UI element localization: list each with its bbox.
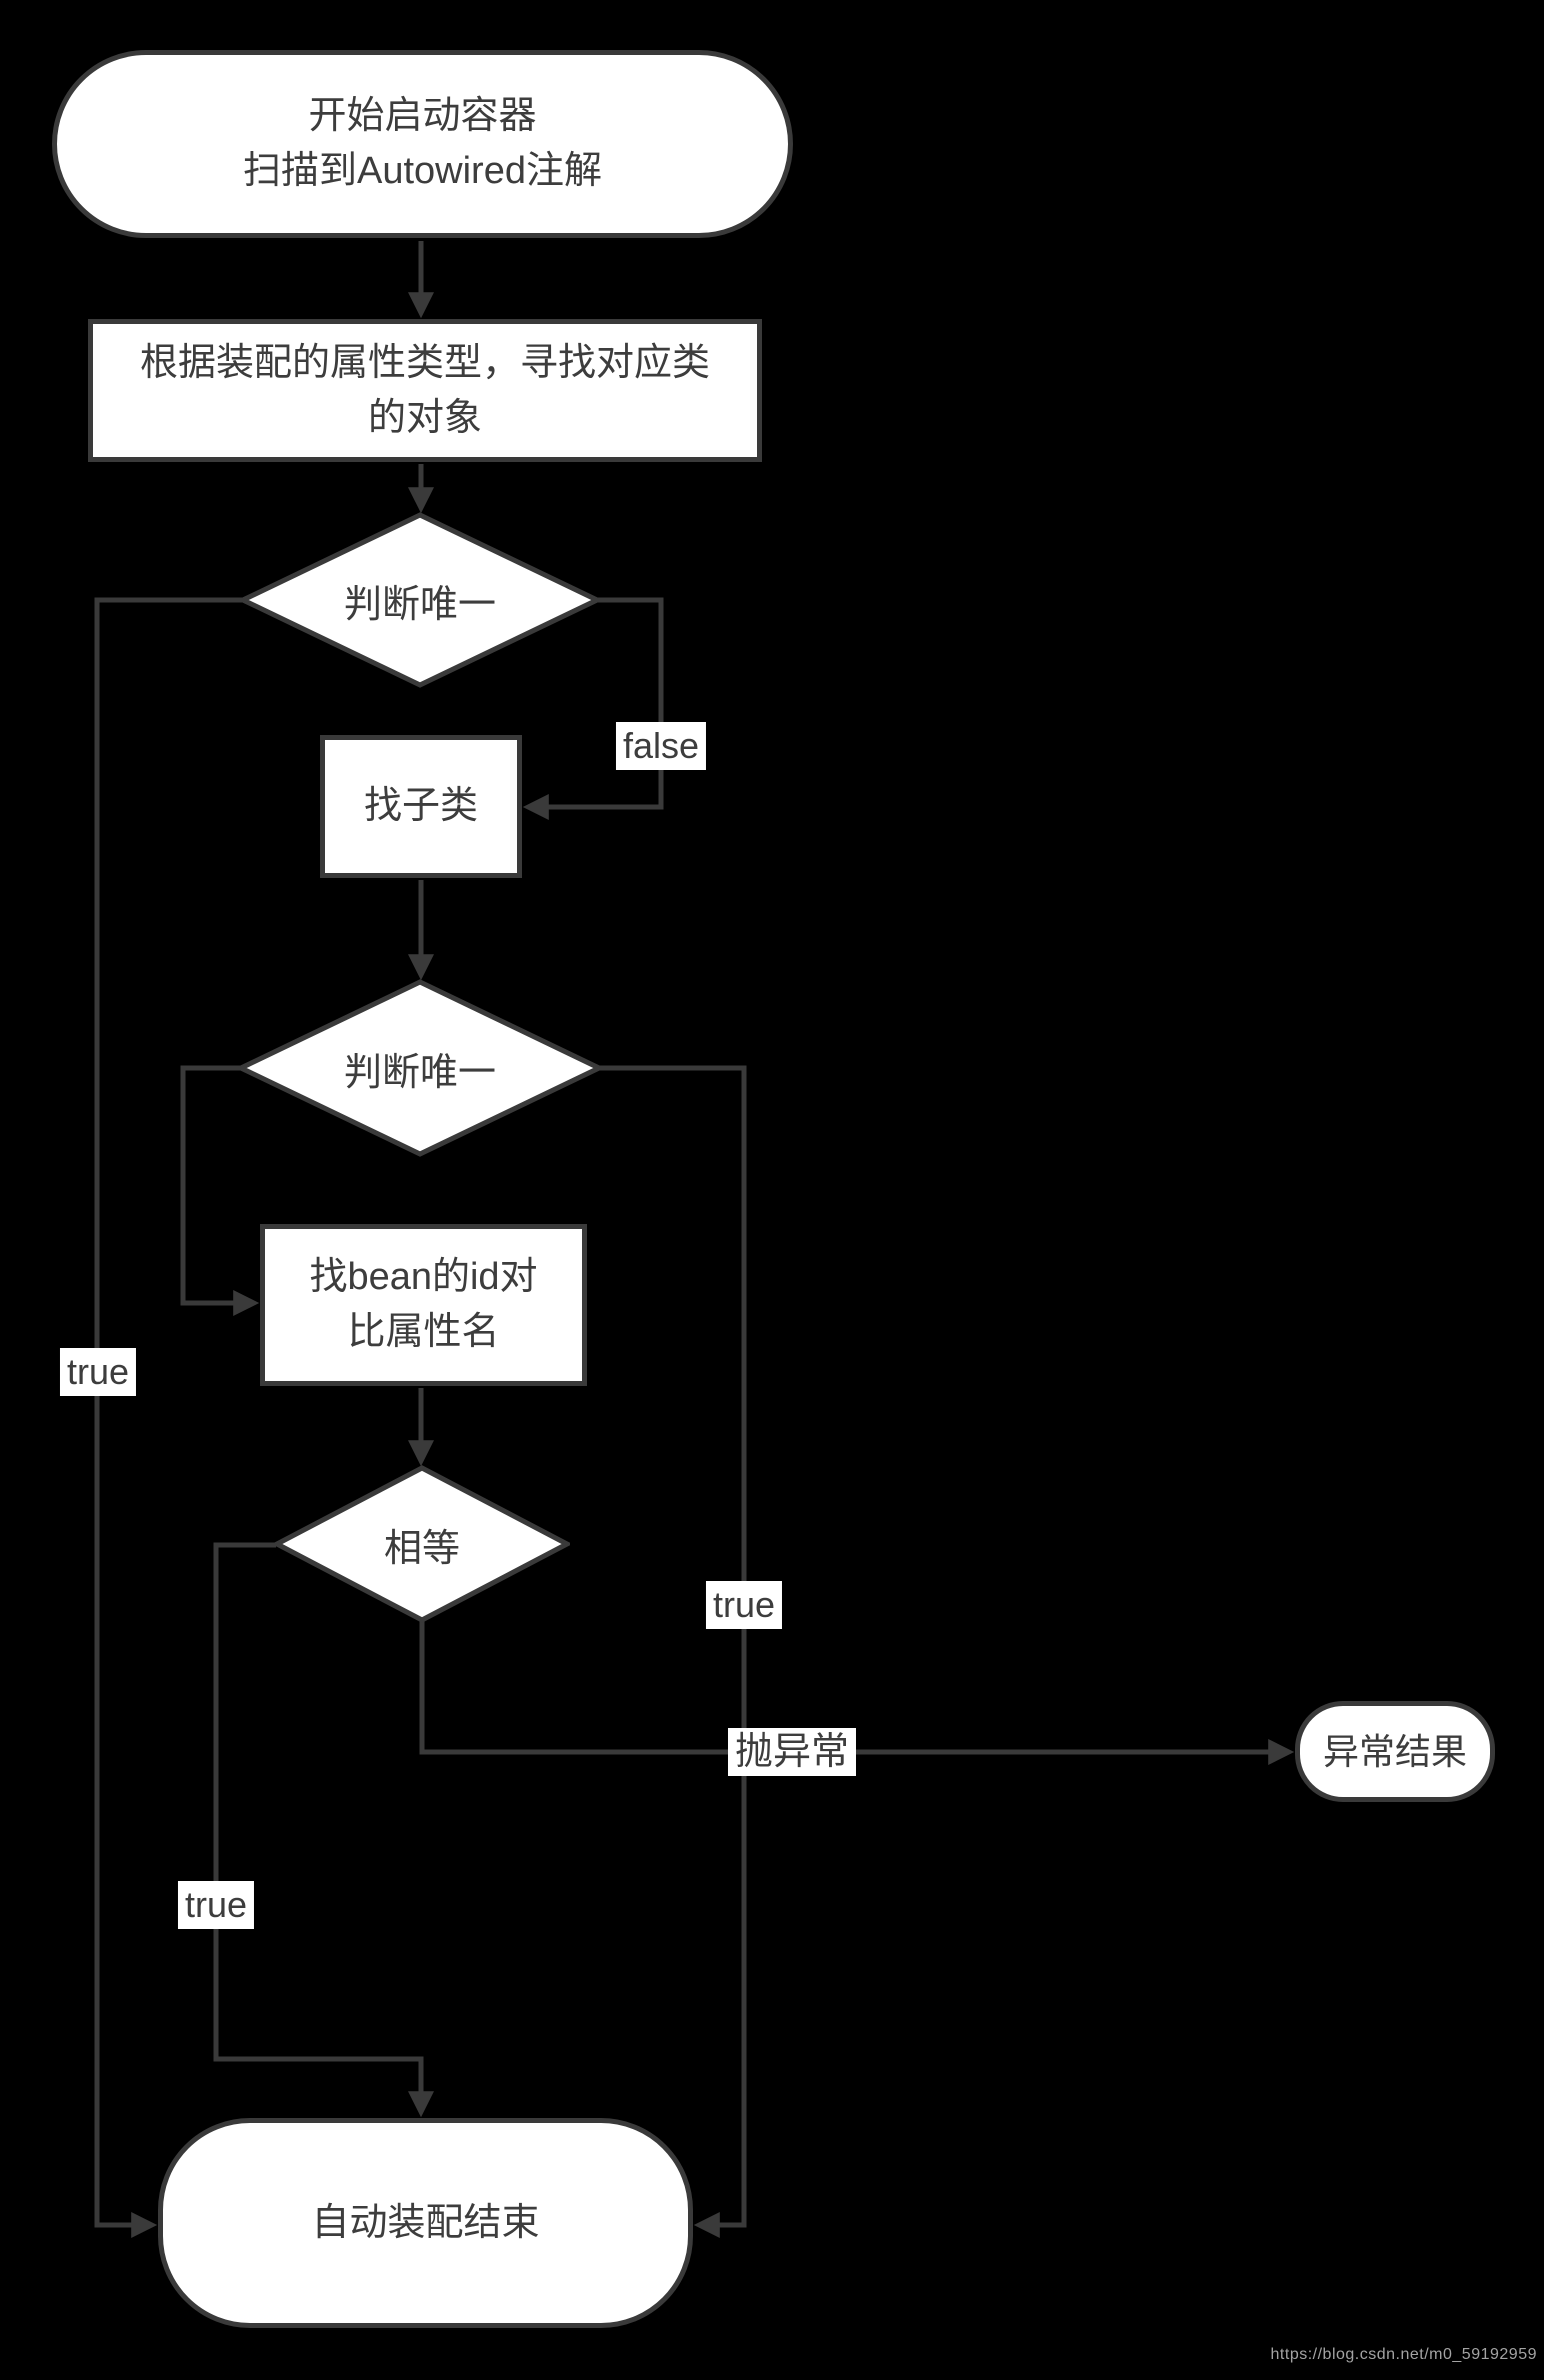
diamond-shape xyxy=(238,979,602,1157)
edge-label-true-right: true xyxy=(705,1581,783,1629)
edge-label-true-bottom: true xyxy=(177,1881,255,1929)
lookup-by-type-node: 根据装配的属性类型，寻找对应类 的对象 xyxy=(88,319,762,462)
start-node-label: 开始启动容器 扫描到Autowired注解 xyxy=(243,95,602,192)
end-node-label: 自动装配结束 xyxy=(311,2201,540,2244)
edge-decision1-true-to-end xyxy=(94,597,242,2238)
match-bean-id-label: 找bean的id对 比属性名 xyxy=(309,1256,538,1353)
match-bean-id-node: 找bean的id对 比属性名 xyxy=(260,1224,587,1386)
watermark-url: https://blog.csdn.net/m0_59192959 xyxy=(1270,2346,1537,2363)
decision-equal-label: 相等 xyxy=(383,1527,460,1570)
edge-equal-true-to-end xyxy=(213,1542,434,2118)
decision-unique-1-label: 判断唯一 xyxy=(343,583,496,626)
exception-result-node: 异常结果 xyxy=(1295,1701,1495,1802)
diamond-shape xyxy=(274,1465,570,1623)
edge-label-false: false xyxy=(615,722,707,770)
start-node: 开始启动容器 扫描到Autowired注解 xyxy=(52,50,793,238)
edge-decision2-to-matchid xyxy=(180,1065,260,1316)
find-subclass-node: 找子类 xyxy=(320,735,522,878)
decision-unique-2: 判断唯一 xyxy=(238,979,602,1157)
edge-label-throw-exception: 抛异常 xyxy=(727,1728,857,1776)
edge-decision1-false-to-subclass xyxy=(522,597,664,820)
edge-equal-throw-to-exception xyxy=(419,1618,1295,1765)
diamond-shape xyxy=(240,512,600,688)
end-node: 自动装配结束 xyxy=(158,2118,693,2328)
edge-decision2-true-to-end xyxy=(598,1065,747,2238)
lookup-by-type-label: 根据装配的属性类型，寻找对应类 的对象 xyxy=(139,341,710,439)
find-subclass-label: 找子类 xyxy=(363,785,478,827)
edge-label-true-left: true xyxy=(59,1348,137,1396)
exception-result-label: 异常结果 xyxy=(1322,1731,1467,1772)
decision-unique-1: 判断唯一 xyxy=(240,512,600,688)
decision-equal: 相等 xyxy=(274,1465,570,1623)
decision-unique-2-label: 判断唯一 xyxy=(343,1051,496,1094)
